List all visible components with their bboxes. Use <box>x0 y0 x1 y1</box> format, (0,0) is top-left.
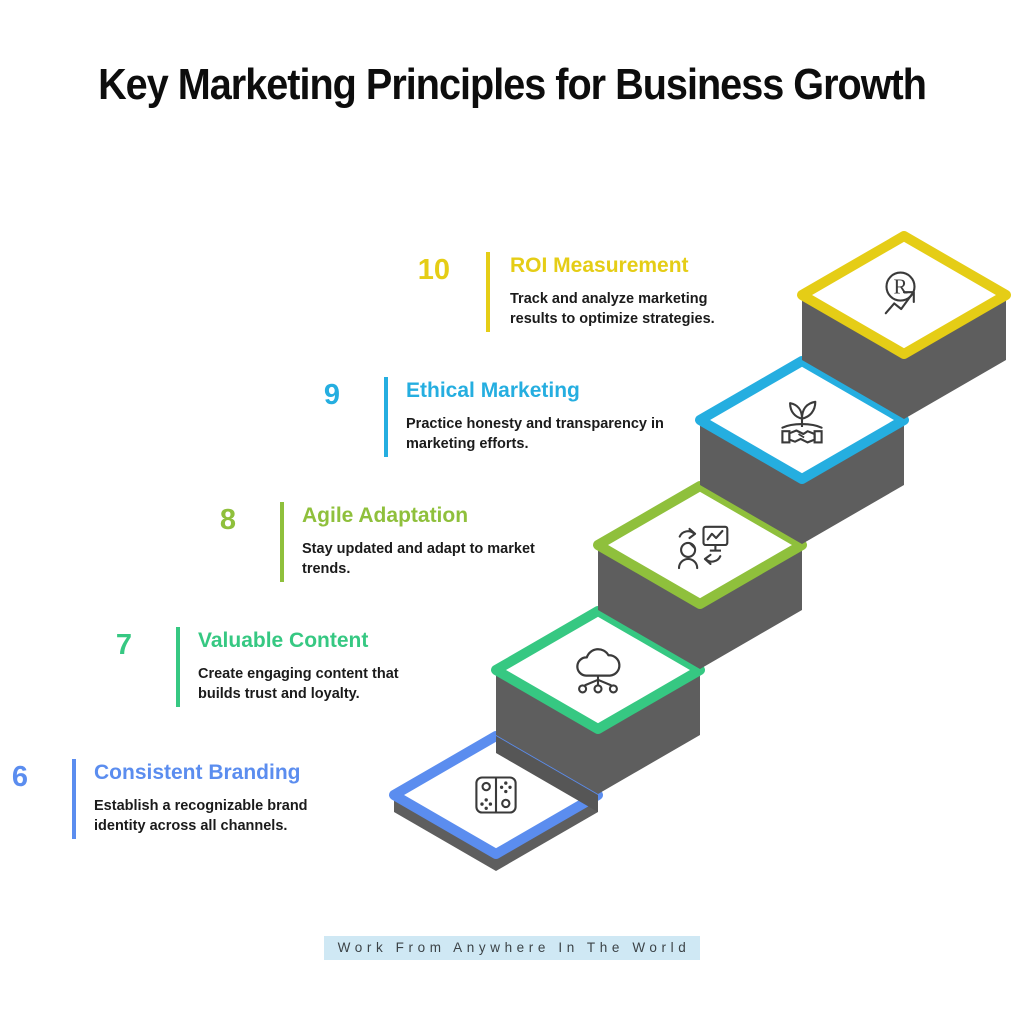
step-number-8: 8 <box>219 504 236 536</box>
step-desc-6: Establish a recognizable brand identity … <box>94 798 308 834</box>
step-desc-7: Create engaging content that builds trus… <box>198 666 399 702</box>
step-block-9[interactable] <box>695 356 909 544</box>
step-8-top <box>593 481 807 609</box>
step-rule-7 <box>176 627 180 707</box>
riser-6-7 <box>496 736 598 812</box>
step-number-7: 7 <box>115 629 132 661</box>
step-rule-8 <box>280 502 284 582</box>
step-number-6: 6 <box>11 761 28 793</box>
step-rule-6 <box>72 759 76 839</box>
step-title-6: Consistent Branding <box>94 761 301 784</box>
step-desc-10: Track and analyze marketing results to o… <box>510 291 715 327</box>
page-title: Key Marketing Principles for Business Gr… <box>98 60 927 109</box>
step-block-7[interactable] <box>491 606 705 794</box>
step-number-9: 9 <box>323 379 340 411</box>
step-title-10: ROI Measurement <box>510 254 689 277</box>
step-rule-10 <box>486 252 490 332</box>
footer-tagline: Work From Anywhere In The World <box>323 936 701 960</box>
step-7-top <box>491 606 705 734</box>
step-desc-8: Stay updated and adapt to market trends. <box>302 541 535 577</box>
step-desc-9: Practice honesty and transparency in mar… <box>406 416 664 452</box>
step-number-10: 10 <box>417 254 450 286</box>
step-title-9: Ethical Marketing <box>406 379 580 402</box>
footer: Work From Anywhere In The World <box>0 936 1024 960</box>
step-title-8: Agile Adaptation <box>302 504 469 527</box>
step-block-10[interactable] <box>797 231 1011 419</box>
step-block-8[interactable] <box>593 481 807 669</box>
step-title-7: Valuable Content <box>198 629 369 652</box>
step-rule-9 <box>384 377 388 457</box>
